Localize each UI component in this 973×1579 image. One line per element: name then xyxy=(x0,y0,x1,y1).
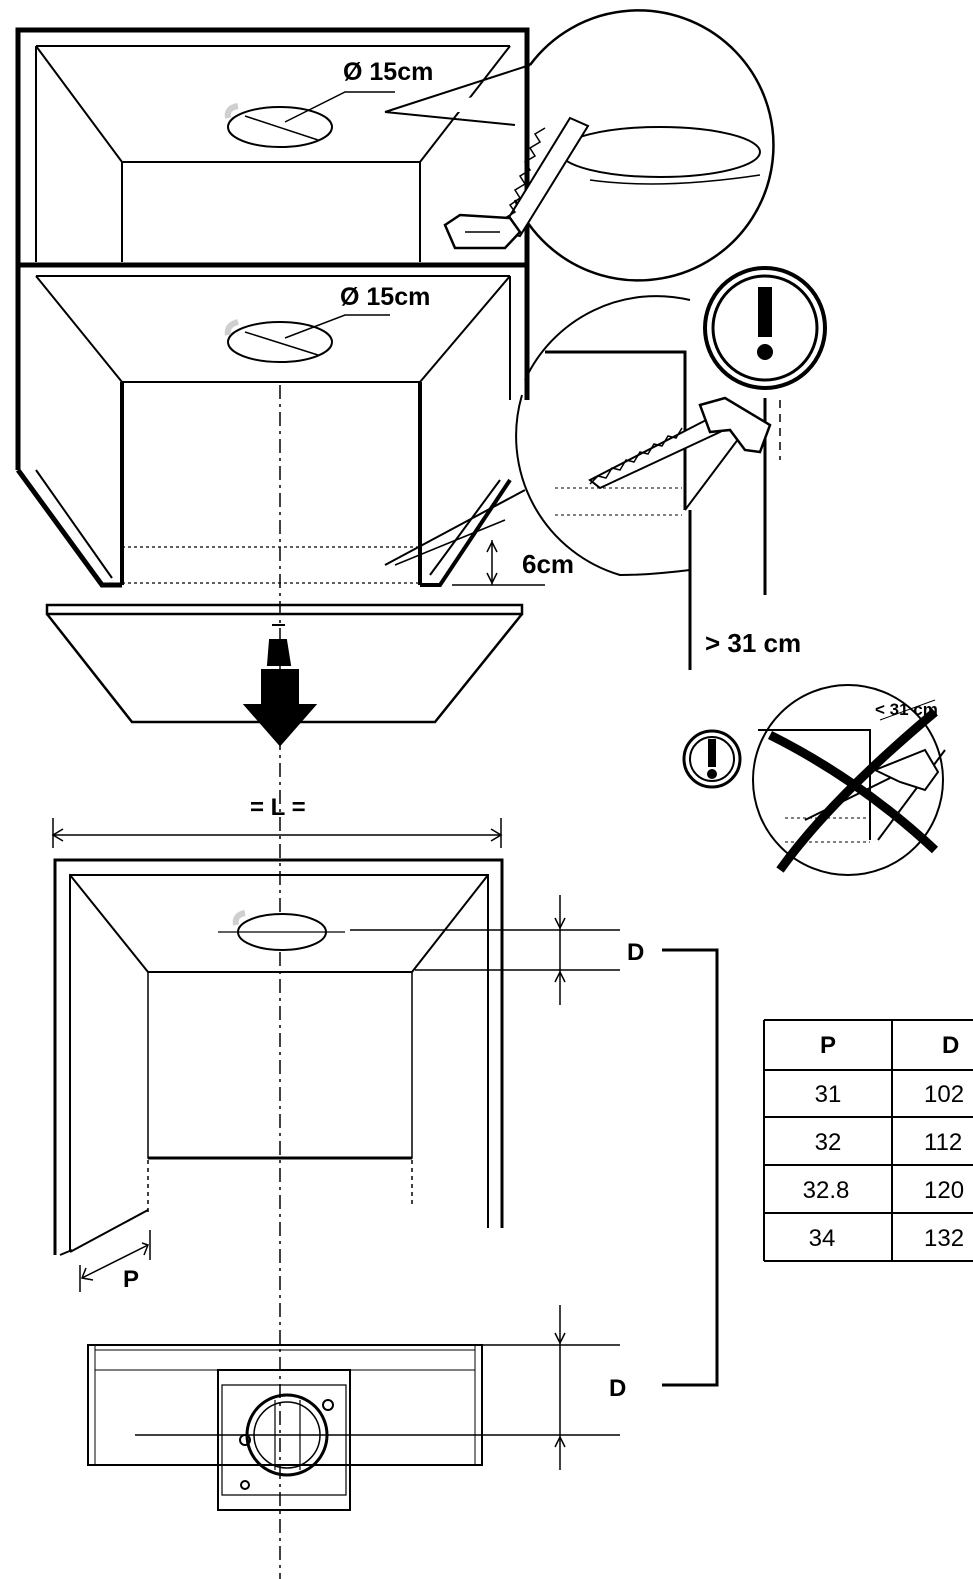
upper-cabinet xyxy=(15,27,530,470)
table-cell-p: 31 xyxy=(815,1081,842,1108)
hood-front-view xyxy=(87,1344,620,1511)
depth-dimension-lower xyxy=(554,1305,566,1470)
middle-zoom-circle xyxy=(384,295,781,670)
cut-height-dimension xyxy=(452,540,545,586)
table-header-d: D xyxy=(942,1032,959,1059)
table-cell-p: 34 xyxy=(809,1225,836,1252)
min-depth-label: > 31 cm xyxy=(705,628,801,658)
panel-depth-label: P xyxy=(123,1266,139,1293)
saw-icon-middle xyxy=(588,396,772,490)
max-depth-warning-label: < 31 cm xyxy=(875,700,938,719)
width-dimension xyxy=(51,818,503,848)
table-cell-p: 32.8 xyxy=(803,1177,850,1204)
width-label: = L = xyxy=(250,794,306,821)
table-cell-d: 102 xyxy=(924,1081,964,1108)
lower-hole xyxy=(218,910,345,951)
top-hole-label: Ø 15cm xyxy=(343,58,433,86)
warning-icon-small xyxy=(682,729,742,789)
depth-label-upper: D xyxy=(627,939,644,966)
table-cell-d: 132 xyxy=(924,1225,964,1252)
saw-icon-top xyxy=(443,116,590,250)
warning-icon-large xyxy=(703,266,827,390)
incorrect-cut-circle xyxy=(752,684,946,876)
top-hole xyxy=(224,91,395,148)
table-cell-p: 32 xyxy=(815,1129,842,1156)
middle-hole-label: Ø 15cm xyxy=(340,283,430,311)
table-header-p: P xyxy=(820,1032,836,1059)
middle-cabinet xyxy=(15,262,530,588)
middle-hole xyxy=(224,314,390,363)
depth-label-lower: D xyxy=(609,1375,626,1402)
table-cell-d: 120 xyxy=(924,1177,964,1204)
panel-depth-dimension xyxy=(79,1230,151,1292)
lower-cabinet xyxy=(53,858,504,1256)
top-zoom-circle xyxy=(384,9,775,282)
pd-table-grid xyxy=(763,1019,973,1262)
table-cell-d: 112 xyxy=(924,1129,962,1156)
down-arrow-icon xyxy=(242,669,318,747)
depth-dimension-upper xyxy=(350,895,719,1387)
cut-height-label: 6cm xyxy=(522,549,574,579)
